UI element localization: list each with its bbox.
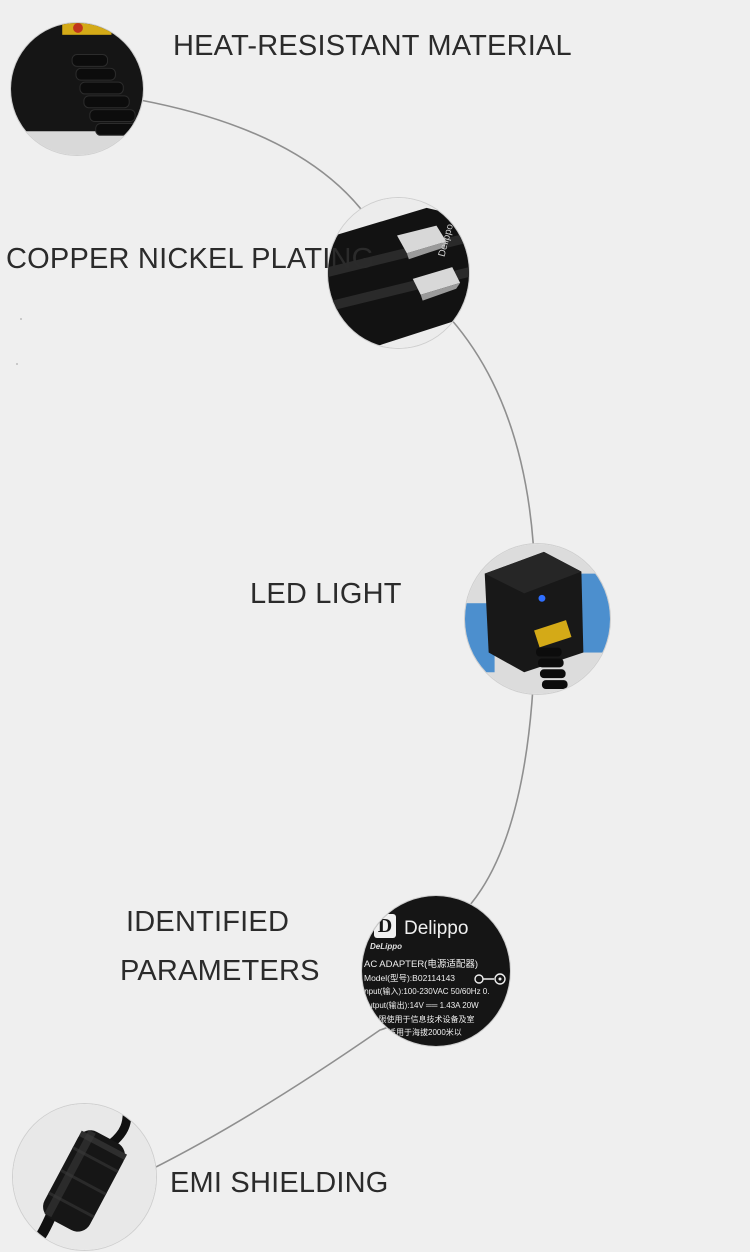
brand-logo: D xyxy=(374,914,396,938)
speck-2 xyxy=(16,363,18,365)
parameters-label-line2: PARAMETERS xyxy=(120,955,320,987)
plate-line-5: 注: 限使用于信息技术设备及室 xyxy=(366,1015,475,1024)
plate-line-1: AC ADAPTER(电源适配器) xyxy=(364,959,479,970)
led-light-label: LED LIGHT xyxy=(250,578,402,610)
power-cord-strain-relief-icon xyxy=(11,23,143,155)
brand-small: DeLippo xyxy=(370,942,402,951)
led-light-photo xyxy=(464,543,611,695)
heat-resistant-label: HEAT-RESISTANT MATERIAL xyxy=(173,30,572,62)
parameters-label-line1: IDENTIFIED xyxy=(126,906,290,938)
parameters-photo: D Delippo DeLippo AC ADAPTER(电源适配器) Mode… xyxy=(361,895,511,1047)
plug-prongs-icon: Delippo xyxy=(328,198,469,348)
heat-resistant-photo xyxy=(10,22,144,156)
emi-shielding-label: EMI SHIELDING xyxy=(170,1167,389,1199)
plate-line-7: 条件 xyxy=(392,1039,408,1047)
plate-line-4: Output(输出):14V ══ 1.43A 20W xyxy=(362,1001,479,1010)
speck-1 xyxy=(20,318,22,320)
ferrite-core-icon xyxy=(13,1104,156,1250)
brand-name: Delippo xyxy=(404,918,469,939)
plate-line-2: Model(型号):B02114143 xyxy=(364,973,456,983)
plate-line-3: Input(输入):100-230VAC 50/60Hz 0. xyxy=(362,987,490,996)
copper-nickel-label: COPPER NICKEL PLATING xyxy=(6,243,375,275)
led-indicator-icon xyxy=(465,544,610,694)
emi-shielding-photo xyxy=(12,1103,157,1251)
polarity-symbol-icon xyxy=(474,973,506,985)
plate-line-6: 仅适用于海拔2000米以 xyxy=(380,1028,462,1037)
copper-nickel-photo: Delippo xyxy=(327,197,470,349)
